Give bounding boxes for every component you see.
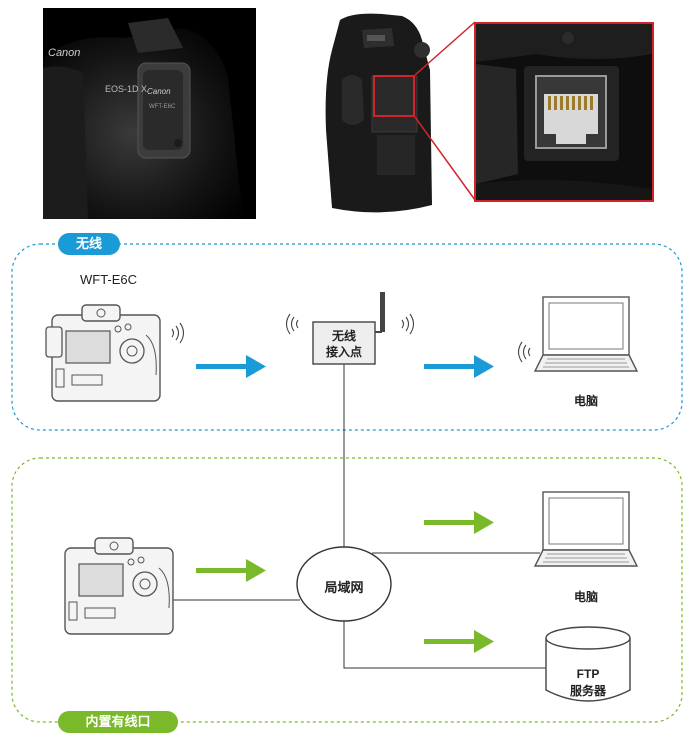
photo-camera-side [322, 10, 440, 218]
transmitter-brand-text: Canon [147, 87, 171, 96]
ftp-server-label-line2: 服务器 [569, 684, 606, 698]
wired-computer-label: 电脑 [573, 590, 598, 604]
green-arrow-camera-to-lan [196, 559, 266, 582]
green-arrow-lan-to-server [424, 630, 494, 653]
wired-computer-icon [534, 491, 638, 567]
photo-lan-port-closeup [474, 22, 654, 202]
lan-label: 局域网 [324, 580, 364, 595]
wft-device-label: WFT-E6C [80, 272, 138, 287]
blue-arrow-camera-to-ap [196, 355, 266, 378]
access-point-icon [312, 292, 385, 365]
ftp-server-icon [545, 626, 631, 702]
lan-ellipse [296, 546, 392, 622]
green-arrow-lan-to-computer [424, 511, 494, 534]
wired-section-frame [11, 457, 683, 723]
ap-signal-left-icon [285, 313, 299, 335]
wireless-computer-icon [534, 296, 638, 372]
wireless-camera-icon [45, 304, 161, 402]
wireless-section-frame [11, 243, 683, 431]
access-point-label-line1: 无线 [331, 329, 356, 343]
lan-to-server-line [343, 620, 546, 669]
photo-camera-with-transmitter: Canon EOS-1D X Canon WFT-E6C [43, 8, 256, 219]
camera-signal-icon [171, 322, 185, 344]
transmitter-model-text: WFT-E6C [149, 104, 176, 110]
wireless-computer-label: 电脑 [573, 394, 598, 408]
camera-model-text: EOS-1D X [105, 84, 147, 94]
access-point-label-line2: 接入点 [325, 345, 362, 359]
camera-brand-text: Canon [48, 47, 80, 59]
blue-arrow-ap-to-computer [424, 355, 494, 378]
ap-signal-right-icon [401, 313, 415, 335]
wired-section-label: 内置有线口 [58, 711, 178, 733]
wireless-section-label: 无线 [58, 233, 120, 255]
wired-camera-icon [64, 537, 174, 635]
ftp-server-label-line1: FTP [576, 667, 600, 681]
port-highlight-box [373, 75, 415, 117]
computer-signal-icon [517, 341, 531, 363]
